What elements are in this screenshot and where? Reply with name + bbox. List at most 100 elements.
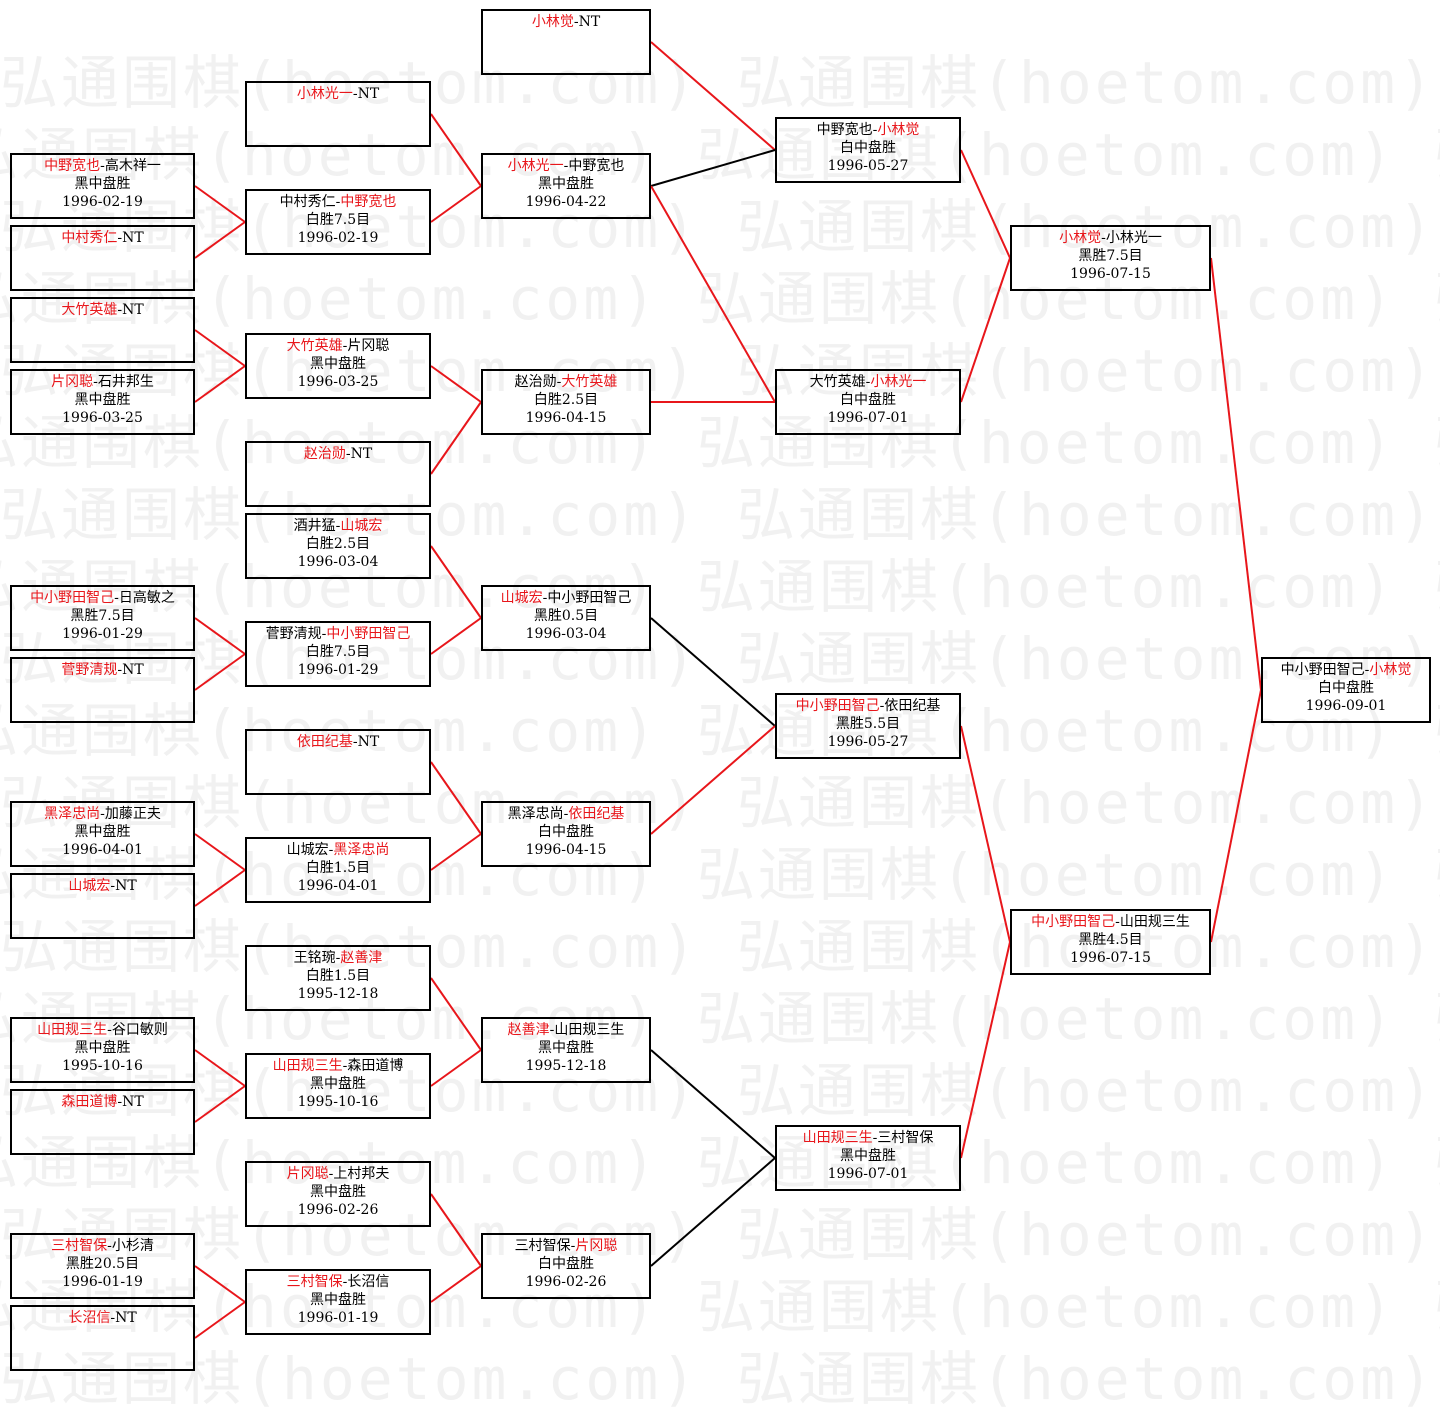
match-date: 1996-04-15	[525, 842, 607, 858]
match-result: 黑中盘胜	[74, 1040, 131, 1056]
player-name: 山城宏	[340, 518, 383, 534]
players-line: 中小野田智己-日高敏之	[12, 589, 193, 607]
bracket-link	[194, 365, 246, 403]
vs-separator: -	[573, 14, 579, 30]
match-box: 森田道博-NT	[10, 1089, 195, 1155]
match-result: 白中盘胜	[840, 392, 896, 408]
vs-separator: -	[549, 1022, 555, 1038]
players-line: 中小野田智己-依田纪基	[777, 697, 959, 715]
match-box: 大竹英雄-NT	[10, 297, 195, 363]
match-result	[12, 319, 193, 337]
players-line: 片冈聪-上村邦夫	[247, 1165, 429, 1183]
player-name: 上村邦夫	[333, 1166, 390, 1182]
match-result: 白胜2.5目	[305, 536, 371, 552]
player-name: NT	[122, 230, 144, 246]
match-result	[12, 895, 193, 913]
match-box: 依田纪基-NT	[245, 729, 431, 795]
match-date: 1996-07-15	[1070, 266, 1151, 282]
vs-separator: -	[335, 518, 341, 534]
match-date	[483, 49, 649, 67]
bracket-link	[194, 1301, 246, 1339]
vs-separator: -	[335, 194, 341, 210]
match-date: 1996-02-26	[297, 1202, 379, 1218]
player-name: 三村智保	[51, 1238, 108, 1254]
bracket-link	[650, 1049, 776, 1159]
bracket-links	[194, 41, 1262, 1339]
bracket-link	[430, 833, 482, 871]
player-name: 小林觉	[877, 122, 920, 138]
bracket-link	[650, 617, 776, 727]
vs-separator: -	[570, 1238, 576, 1254]
player-name: 三村智保	[877, 1130, 934, 1146]
match-result: 黑中盘胜	[74, 176, 131, 192]
bracket-link	[430, 1193, 482, 1267]
player-name: NT	[578, 14, 601, 30]
match-result	[12, 1111, 193, 1129]
players-line: 小林光一-NT	[247, 85, 429, 103]
player-name: 山田规三生	[272, 1058, 343, 1074]
players-line: 王铭琬-赵善津	[247, 949, 429, 967]
match-result: 黑中盘胜	[310, 1076, 366, 1092]
player-name: 三村智保	[286, 1274, 343, 1290]
player-name: 片冈聪	[575, 1238, 618, 1254]
player-name: 片冈聪	[347, 338, 390, 354]
player-name: 依田纪基	[884, 698, 941, 714]
match-date: 1996-01-29	[297, 662, 379, 678]
bracket-link	[194, 1085, 246, 1123]
vs-separator: -	[345, 446, 351, 462]
match-box: 长沼信-NT	[10, 1305, 195, 1371]
player-name: 中野宽也	[340, 194, 397, 210]
players-line: 三村智保-小杉清	[12, 1237, 193, 1255]
players-line: 赵治勋-NT	[247, 445, 429, 463]
vs-separator: -	[872, 122, 878, 138]
vs-separator: -	[117, 1094, 123, 1110]
vs-separator: -	[117, 230, 123, 246]
player-name: 依田纪基	[296, 734, 353, 750]
bracket-link	[430, 1265, 482, 1303]
match-date: 1996-01-29	[62, 626, 143, 642]
match-date	[12, 265, 193, 283]
vs-separator: -	[352, 734, 358, 750]
vs-separator: -	[328, 842, 334, 858]
players-line: 森田道博-NT	[12, 1093, 193, 1111]
match-date: 1996-03-25	[62, 410, 143, 426]
player-name: 黑泽忠尚	[333, 842, 390, 858]
player-name: 中小野田智己	[326, 626, 411, 642]
match-box: 小林光一-NT	[245, 81, 431, 147]
vs-separator: -	[107, 1238, 112, 1254]
players-line: 山田规三生-森田道博	[247, 1057, 429, 1075]
bracket-link	[650, 41, 776, 151]
match-date: 1995-10-16	[62, 1058, 143, 1074]
vs-separator: -	[352, 86, 358, 102]
match-box: 山城宏-NT	[10, 873, 195, 939]
player-name: 中小野田智己	[1280, 662, 1365, 678]
match-result: 黑中盘胜	[840, 1148, 896, 1164]
players-line: 三村智保-片冈聪	[483, 1237, 649, 1255]
vs-separator: -	[563, 158, 569, 174]
bracket-link	[194, 1265, 246, 1303]
bracket-link	[960, 725, 1011, 943]
match-result: 黑胜4.5目	[1078, 932, 1143, 948]
players-line: 中小野田智己-山田规三生	[1012, 913, 1209, 931]
player-name: 山城宏	[286, 842, 329, 858]
vs-separator: -	[872, 1130, 878, 1146]
match-result	[247, 463, 429, 481]
player-name: 大竹英雄	[286, 338, 343, 354]
bracket-link	[194, 185, 246, 223]
vs-separator: -	[117, 302, 123, 318]
player-name: 山田规三生	[1119, 914, 1190, 930]
vs-separator: -	[342, 1058, 348, 1074]
player-name: 王铭琬	[293, 950, 336, 966]
player-name: 山田规三生	[554, 1022, 625, 1038]
vs-separator: -	[342, 1274, 348, 1290]
player-name: 小林光一	[296, 86, 353, 102]
bracket-link	[960, 257, 1011, 403]
